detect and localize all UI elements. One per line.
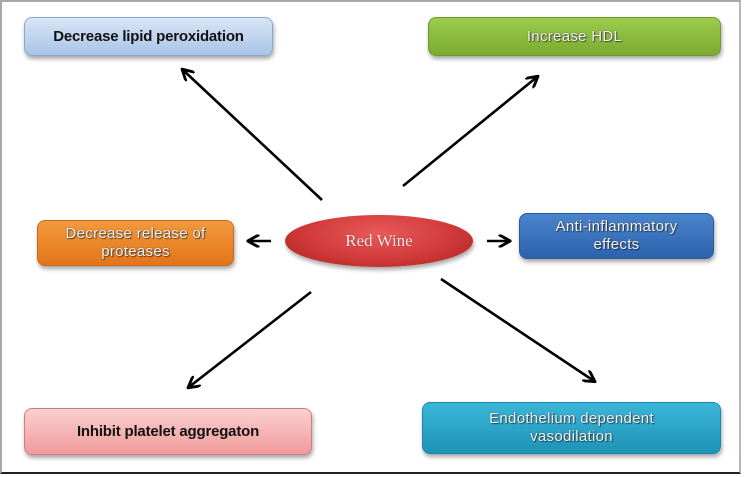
effect-box-inhibit-platelet-aggregation: Inhibit platelet aggregaton — [24, 408, 312, 455]
effect-box-endothelium-vasodilation: Endothelium dependent vasodilation — [422, 402, 721, 454]
effect-box-increase-hdl: Increase HDL — [428, 17, 721, 56]
effect-label-line: Anti-inflammatory — [555, 218, 678, 235]
arrow-to-platelet — [189, 290, 312, 387]
arrow-to-hdl — [402, 77, 537, 188]
effect-label-line: Decrease release of — [65, 225, 206, 242]
effect-box-decrease-release-proteases: Decrease release of proteases — [37, 220, 234, 266]
center-node-label: Red Wine — [345, 231, 413, 250]
effect-label-line: Decrease lipid peroxidation — [53, 27, 244, 45]
arrow-to-lipid — [183, 70, 323, 201]
effect-box-anti-inflammatory: Anti-inflammatory effects — [519, 213, 714, 259]
effect-label-line: proteases — [101, 243, 170, 260]
arrow-to-endothelium — [440, 277, 594, 381]
effect-box-decrease-lipid-peroxidation: Decrease lipid peroxidation — [24, 17, 273, 56]
effect-label-line: Endothelium dependent — [489, 410, 654, 427]
effect-label-line: vasodilation — [530, 428, 613, 445]
effect-label-line: Increase HDL — [526, 27, 623, 45]
center-node-red-wine: Red Wine — [285, 215, 473, 267]
effect-label-line: effects — [593, 236, 640, 253]
effect-label-line: Inhibit platelet aggregaton — [76, 422, 260, 440]
